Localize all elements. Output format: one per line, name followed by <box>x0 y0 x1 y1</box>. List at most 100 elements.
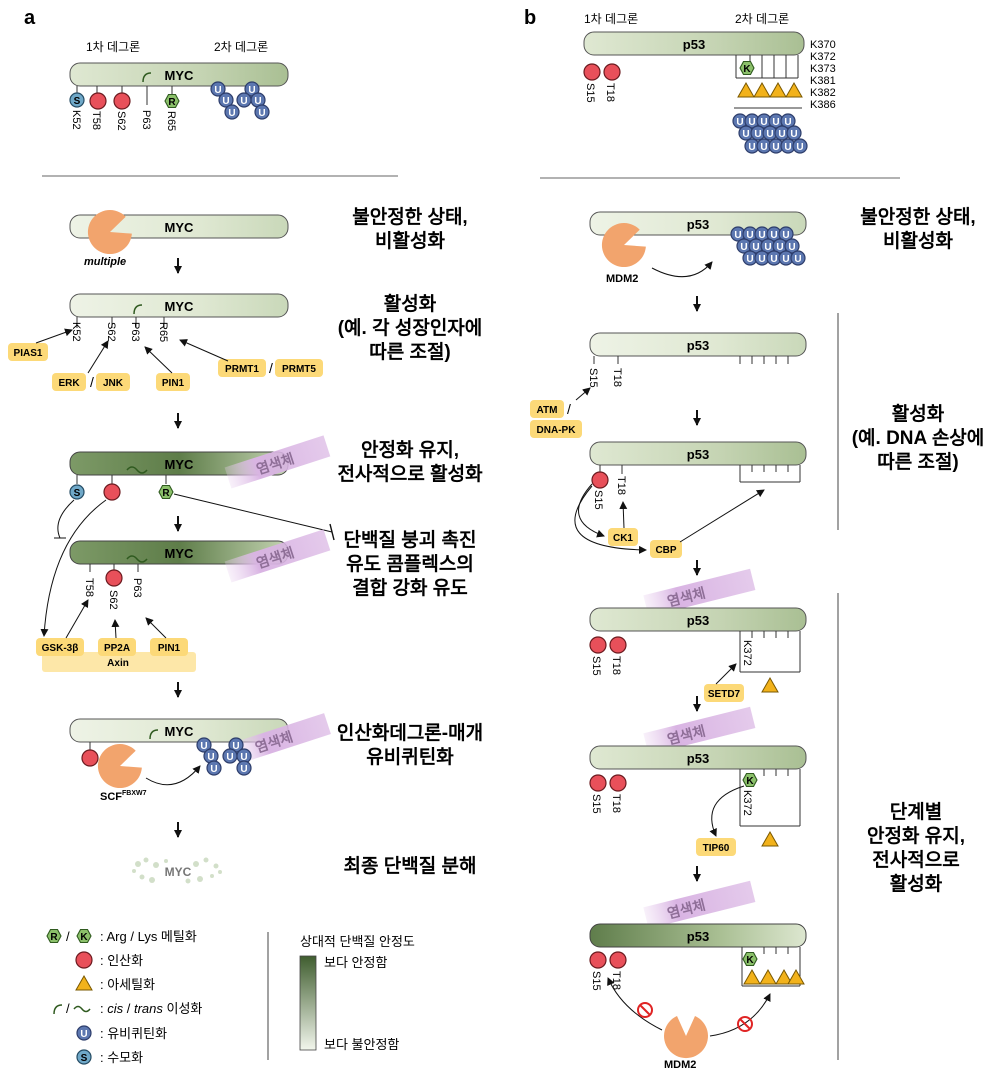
b-site-t18-4: T18 <box>610 656 622 675</box>
legend-isom-slash: / <box>66 1001 70 1016</box>
a-pin1b-box: PIN1 <box>150 638 188 656</box>
b-p53-bar-top <box>583 31 805 56</box>
b-site-s15-6: S15 <box>590 971 602 991</box>
a-arrow-erk <box>87 340 109 374</box>
a-sumo-top: S <box>69 92 85 108</box>
b-setd7-label: SETD7 <box>708 689 741 700</box>
b-p53-label-top: p53 <box>683 37 705 52</box>
b-phospho-5b <box>609 774 627 792</box>
b-acetyl-top <box>737 82 803 98</box>
a-degraded-myc <box>132 857 222 884</box>
a-caption-degrade-l1: 최종 단백질 분해 <box>344 855 477 877</box>
b-p53-label-5: p53 <box>687 751 709 766</box>
legend-isom-sep: / <box>123 1001 134 1016</box>
b-acetyl-4 <box>761 677 779 693</box>
b-p53-label-6: p53 <box>687 929 709 944</box>
legend-sumo-icon: S <box>76 1049 92 1065</box>
b-k-site-3: K381 <box>810 75 836 87</box>
b-caption-unstable: 불안정한 상태,비활성화 <box>860 206 975 252</box>
legend-phospho-label: : 인산화 <box>100 953 143 968</box>
legend-methyl-k-icon: K <box>76 928 92 944</box>
a-site-act-2: P63 <box>129 322 141 342</box>
b-block-arrow-right <box>709 993 771 1037</box>
b-p53-bar-3 <box>589 441 807 466</box>
panel-b-letter: b <box>524 7 536 29</box>
a-erk-box: ERK <box>52 373 86 391</box>
a-multiple-label: multiple <box>84 256 126 268</box>
a-methyl-r65-top: R <box>164 93 180 109</box>
a-erk-jnk-slash: / <box>90 374 94 390</box>
a-myc-label-3: MYC <box>165 457 195 472</box>
b-inhibit-icon-left <box>637 1002 653 1018</box>
b-tip60-label: TIP60 <box>703 843 730 854</box>
b-k-letter-top: K <box>743 64 751 75</box>
a-arrow-ubiquitination <box>145 765 201 786</box>
a-site-top-2: S62 <box>115 111 127 131</box>
b-atm-label: ATM <box>537 405 558 416</box>
a-scf-superscript: FBXW7 <box>122 790 147 797</box>
legend-ubiq-icon <box>76 1025 92 1041</box>
a-degraded-label: MYC <box>165 865 192 879</box>
b-arrow-cbp-k <box>679 489 765 543</box>
a-arrow-pin1 <box>144 346 173 374</box>
a-primary-degron-label: 1차 데그론 <box>86 40 140 54</box>
legend-isom-trans: trans <box>134 1001 163 1016</box>
b-atm-box: ATM <box>530 400 564 418</box>
b-setd7-box: SETD7 <box>704 684 744 702</box>
b-phospho-6a <box>589 951 607 969</box>
b-site-t18-5: T18 <box>610 794 622 813</box>
a-caption-stable-l2: 전사적으로 활성화 <box>337 463 483 485</box>
legend-more-stable: 보다 안정함 <box>324 955 387 970</box>
b-dnapk-box: DNA-PK <box>530 420 582 438</box>
a-caption-stable: 안정화 유지,전사적으로 활성화 <box>337 439 483 485</box>
a-site-act-1: S62 <box>105 322 117 342</box>
b-site-s15-4: S15 <box>590 656 602 676</box>
a-phospho-4 <box>105 569 123 587</box>
a-caption-promote-l2: 유도 콤플렉스의 <box>346 553 474 575</box>
b-p53-bar-2 <box>589 332 807 357</box>
b-ck1-label: CK1 <box>613 533 633 544</box>
a-myc-label-1: MYC <box>165 220 195 235</box>
a-caption-activation-l2: (예. 각 성장인자에 <box>338 317 483 339</box>
panel-b: 1차 데그론 2차 데그론 p53 S15 T18 K K370 K372 K3… <box>530 12 900 1071</box>
b-p53-bar-4 <box>589 607 807 632</box>
b-dnapk-label: DNA-PK <box>537 425 577 436</box>
b-k-site-1: K372 <box>810 51 836 63</box>
a-sumo-letter: S <box>74 96 81 107</box>
a-pias1-label: PIAS1 <box>14 348 43 359</box>
b-primary-degron-label: 1차 데그론 <box>584 12 638 26</box>
legend-slash: / <box>66 929 70 944</box>
b-k-letter-6: K <box>746 955 754 966</box>
a-isomer-trans-3 <box>126 466 148 474</box>
b-site-s15-5: S15 <box>590 794 602 814</box>
b-arrow-atm <box>575 387 591 401</box>
b-phospho-4b <box>609 636 627 654</box>
legend-k-letter: K <box>80 932 88 943</box>
b-acetyl-5 <box>761 831 779 847</box>
b-arrow-k-tip60 <box>709 785 745 837</box>
a-arrow-prmt <box>179 339 229 362</box>
panel-a-letter: a <box>24 7 36 29</box>
a-pin1b-label: PIN1 <box>158 643 181 654</box>
a-pin1-label: PIN1 <box>162 378 185 389</box>
b-acetyl-6 <box>743 969 805 985</box>
b-site-t18-3: T18 <box>615 476 627 495</box>
a-jnk-box: JNK <box>96 373 130 391</box>
a-inhibit-bar-r65 <box>329 523 335 541</box>
a-caption-activation-l1: 활성화 <box>384 293 437 315</box>
b-caption-activation-l2: (예. DNA 손상에 <box>852 427 985 449</box>
a-site-degr-1: S62 <box>107 590 119 610</box>
b-k-site-5: K386 <box>810 99 836 111</box>
b-methyl-k-top: K <box>739 60 755 76</box>
a-caption-unstable-l2: 비활성화 <box>375 230 445 252</box>
a-arrow-phospho-gsk <box>40 499 107 637</box>
legend-less-stable: 보다 불안정함 <box>324 1037 399 1052</box>
a-caption-activation-l3: 따른 조절) <box>369 341 451 363</box>
a-isomer-cis-2 <box>133 304 143 315</box>
a-prmt-slash: / <box>269 360 273 376</box>
a-scf-label: SCFFBXW7 <box>100 790 147 803</box>
a-arrow-pias1 <box>35 328 73 344</box>
b-block-arrow-left <box>607 977 663 1031</box>
